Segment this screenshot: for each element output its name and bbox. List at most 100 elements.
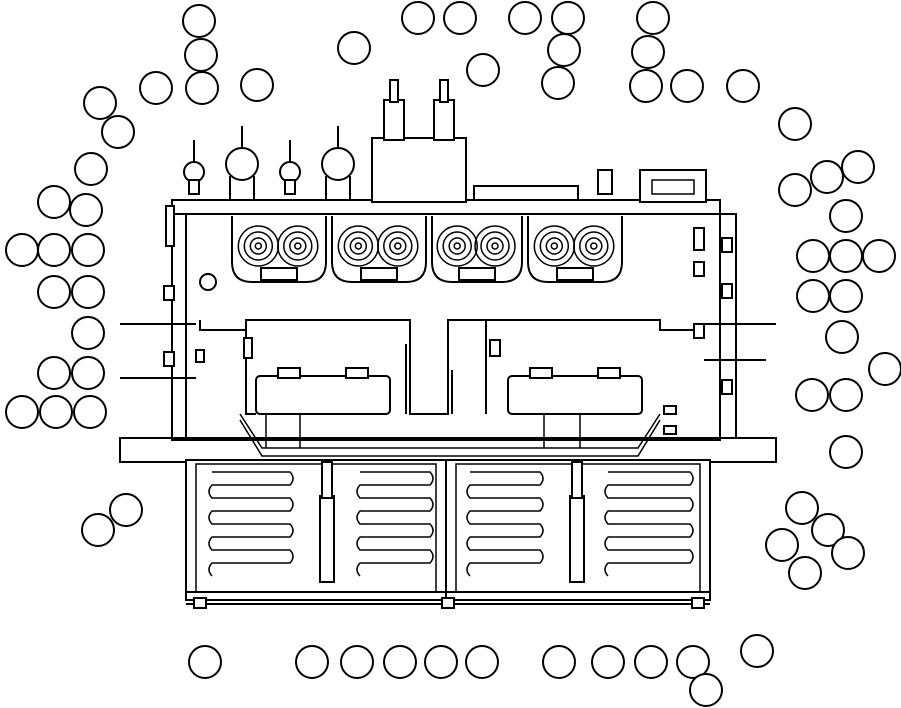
callout-balloon-41: [829, 239, 863, 273]
pulley-1-1: [254, 242, 263, 250]
callout-balloon-40: [796, 239, 830, 273]
heat-exchanger-coils: [208, 471, 694, 577]
callout-balloon-2: [184, 38, 218, 72]
callout-balloon-7: [101, 115, 135, 149]
callout-balloon-10: [69, 193, 103, 227]
callout-balloon-46: [868, 352, 901, 386]
pulley-3-2: [486, 237, 504, 255]
pulley-2-2: [394, 242, 402, 250]
post-right-tip: [439, 79, 449, 103]
feet: [193, 597, 705, 609]
callout-leader-21: [90, 356, 196, 412]
callout-balloon-11: [5, 233, 39, 267]
callout-balloon-64: [591, 645, 625, 679]
callout-balloon-66: [676, 645, 710, 679]
collector-pipe: [239, 413, 661, 449]
foot-3: [691, 597, 705, 609]
callout-balloon-24: [443, 1, 477, 35]
callout-balloon-39: [829, 199, 863, 233]
callout-balloon-9: [37, 185, 71, 219]
callout-balloon-49: [829, 435, 863, 469]
lifting-eyes: [225, 126, 355, 200]
callout-balloon-16: [71, 316, 105, 350]
pulley-3-1: [436, 225, 478, 267]
callout-leader-32: [628, 86, 646, 240]
callout-balloon-13: [71, 233, 105, 267]
callout-balloon-15: [71, 275, 105, 309]
lower-enclosure: [185, 459, 711, 601]
central-block: [371, 137, 467, 203]
callout-balloons: [5, 1, 901, 707]
callout-leader-46: [766, 360, 885, 369]
callout-balloon-63: [542, 645, 576, 679]
terminal-box-window: [651, 179, 695, 195]
pulley-4-1: [550, 242, 559, 250]
coil-4: [604, 471, 694, 577]
callout-balloon-43: [796, 279, 830, 313]
pulley-2-1: [343, 231, 374, 261]
callout-balloon-38: [841, 150, 875, 184]
main-housing: [119, 199, 777, 605]
side-brackets: [120, 205, 776, 438]
callout-balloon-26: [551, 1, 585, 35]
callout-balloon-48: [829, 378, 863, 412]
callout-balloon-57: [188, 645, 222, 679]
pipe-run-right: [486, 319, 704, 331]
callout-balloon-53: [765, 528, 799, 562]
callout-balloon-52: [831, 536, 865, 570]
callout-balloon-58: [295, 645, 329, 679]
base-flange: [119, 437, 777, 463]
pulley-2-1: [349, 237, 368, 255]
callout-balloon-47: [795, 378, 829, 412]
post-left-tip: [389, 79, 399, 103]
callout-balloon-17: [37, 356, 71, 390]
callout-balloon-34: [726, 69, 760, 103]
callout-balloon-20: [39, 395, 73, 429]
tank-right: [507, 375, 643, 415]
callout-balloon-45: [825, 320, 859, 354]
pulley-4-1: [539, 231, 570, 261]
callout-balloon-27: [547, 33, 581, 67]
pulley-2-2: [383, 231, 413, 261]
foot-1: [193, 597, 207, 609]
callout-leader-34: [704, 86, 743, 216]
support-posts: [319, 461, 585, 583]
pulley-2-1: [354, 242, 363, 250]
pulley-1-1: [249, 237, 268, 255]
callout-balloon-12: [37, 233, 71, 267]
callout-balloon-14: [37, 275, 71, 309]
callout-balloon-54: [788, 556, 822, 590]
callout-balloon-36: [778, 173, 812, 207]
callout-balloon-37: [810, 160, 844, 194]
callout-leader-3: [202, 88, 208, 282]
post-right: [433, 99, 455, 141]
callout-balloon-33: [670, 69, 704, 103]
pulley-3-1: [448, 237, 466, 255]
callout-balloon-4: [139, 71, 173, 105]
top-plate: [473, 185, 579, 201]
callout-balloon-8: [74, 152, 108, 186]
callout-balloon-19: [5, 395, 39, 429]
callout-balloon-30: [636, 1, 670, 35]
callout-balloon-44: [829, 279, 863, 313]
pulley-3-1: [442, 231, 472, 261]
bracket-right-upper: [693, 227, 705, 251]
callout-balloon-65: [634, 645, 668, 679]
callout-balloon-25: [508, 1, 542, 35]
bracket-left-upper: [165, 205, 175, 247]
coil-2: [356, 471, 434, 577]
callout-balloon-68: [689, 673, 723, 707]
callout-balloon-59: [340, 645, 374, 679]
fan-module-2: [331, 216, 427, 283]
callout-balloon-22: [337, 31, 371, 65]
pulley-1-2: [283, 231, 313, 261]
fan-module-4: [527, 216, 623, 283]
fan-module-3: [431, 216, 523, 283]
pulley-1-2: [294, 242, 302, 250]
support-post-right: [569, 495, 585, 583]
pulley-4-2: [585, 237, 603, 255]
lifting-eye-1: [225, 147, 259, 181]
callout-balloon-21: [73, 395, 107, 429]
small-post: [597, 169, 613, 195]
